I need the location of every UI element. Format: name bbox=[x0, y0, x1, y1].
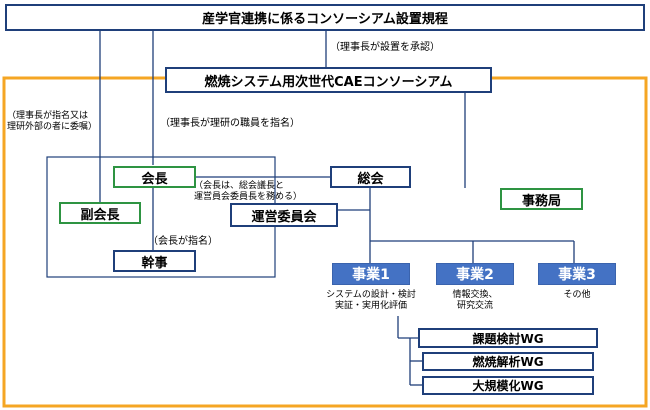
secretary-box: 幹事 bbox=[113, 250, 196, 272]
consortium-label: 燃焼システム用次世代CAEコンソーシアム bbox=[204, 74, 453, 90]
approval-note: （理事長が設置を承認） bbox=[330, 42, 440, 53]
office-box: 事務局 bbox=[500, 188, 583, 210]
project-3-box: 事業3 bbox=[538, 263, 616, 285]
project-2-desc: 情報交換、 研究交流 bbox=[452, 290, 498, 311]
regulation-box: 産学官連携に係るコンソーシアム設置規程 bbox=[5, 4, 645, 31]
wg-issue-study-box: 課題検討WG bbox=[418, 328, 598, 348]
chair-appointment-note: （理事長が理研の職員を指名） bbox=[160, 118, 300, 129]
steering-committee-box: 運営委員会 bbox=[230, 203, 338, 227]
secretary-note: （会長が指名） bbox=[148, 236, 218, 247]
wg-combustion-analysis-box: 燃焼解析WG bbox=[422, 352, 594, 371]
project-1-desc: システムの設計・検討 実証・実用化評価 bbox=[326, 290, 416, 311]
project-3-desc: その他 bbox=[563, 290, 591, 300]
project-2-box: 事業2 bbox=[436, 263, 514, 285]
project-1-box: 事業1 bbox=[332, 263, 410, 285]
consortium-box: 燃焼システム用次世代CAEコンソーシアム bbox=[165, 67, 492, 93]
vice-chair-box: 副会長 bbox=[59, 202, 141, 224]
vice-chair-note: （理事長が指名又は 理研外部の者に委嘱） bbox=[7, 111, 98, 132]
wg-large-scale-box: 大規模化WG bbox=[422, 376, 594, 395]
general-meeting-box: 総会 bbox=[330, 166, 411, 188]
steering-note: （会長は、総会議長と 運営員会委員長を務める） bbox=[194, 181, 303, 202]
chair-box: 会長 bbox=[113, 166, 196, 188]
regulation-label: 産学官連携に係るコンソーシアム設置規程 bbox=[202, 12, 448, 27]
